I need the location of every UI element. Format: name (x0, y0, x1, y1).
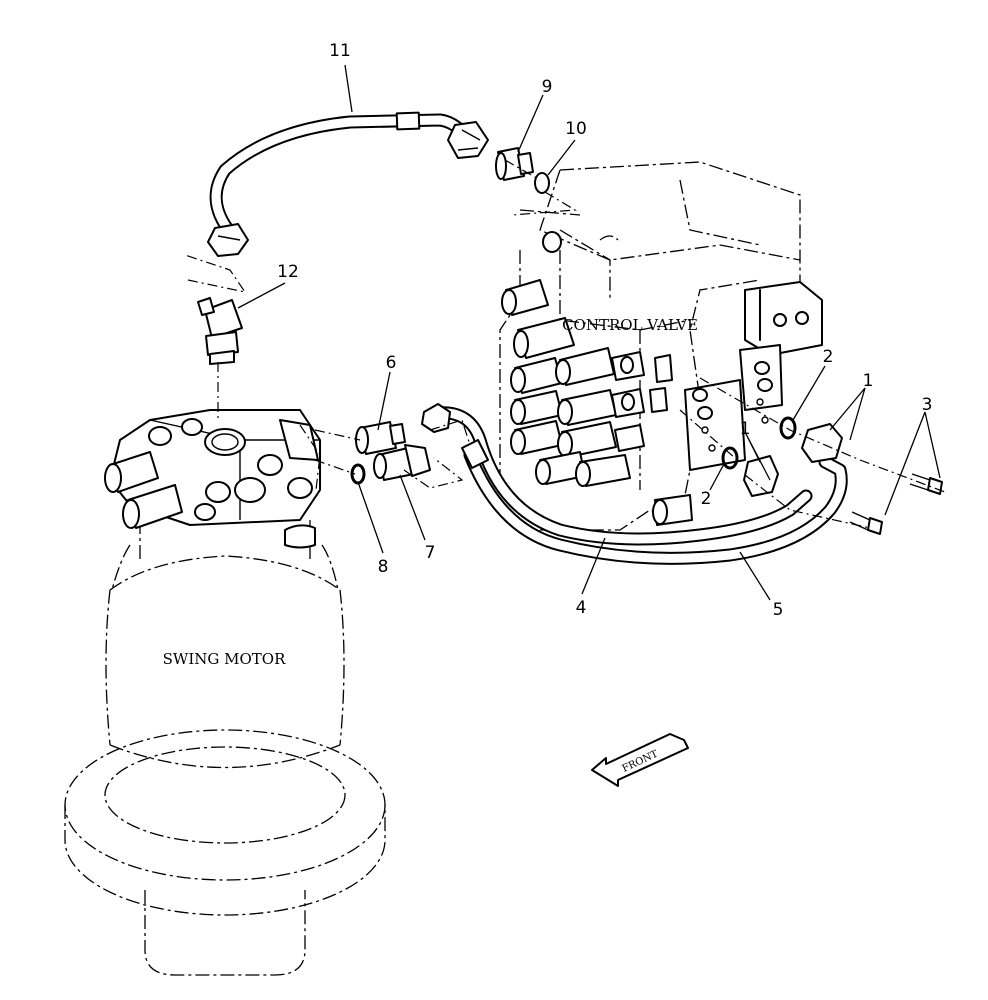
flange-1-lower (743, 455, 779, 497)
callout-1-lower: 1 (740, 419, 751, 439)
elbow-connector-7 (373, 444, 431, 481)
callout-1-upper: 1 (863, 371, 874, 391)
elbow-fitting-12 (197, 297, 243, 365)
o-ring-10 (534, 172, 550, 194)
control-valve-label: CONTROL VALVE (562, 316, 698, 334)
callout-4: 4 (576, 598, 587, 618)
assembly-lines (184, 159, 946, 529)
callout-5: 5 (773, 600, 784, 620)
control-valve (499, 161, 823, 531)
bolt-3-lower (849, 511, 883, 535)
callout-9: 9 (542, 77, 553, 97)
callout-2-upper: 2 (823, 347, 834, 367)
o-ring-2-upper (779, 416, 797, 440)
callout-8: 8 (378, 557, 389, 577)
swing-motor-label: SWING MOTOR (163, 650, 286, 668)
connector-9 (495, 147, 534, 181)
front-arrow: FRONT (591, 733, 689, 787)
callout-7: 7 (425, 543, 436, 563)
callout-2-lower: 2 (701, 489, 712, 509)
flange-1-upper (801, 423, 843, 463)
swing-motor-head (104, 409, 321, 549)
hose-5 (461, 439, 848, 565)
callout-6: 6 (386, 353, 397, 373)
callout-3: 3 (922, 395, 933, 415)
hose-11 (207, 111, 489, 257)
bolt-3-upper (909, 473, 943, 495)
connector-6 (355, 421, 406, 455)
o-ring-2-lower (721, 446, 739, 470)
callout-11: 11 (329, 41, 351, 61)
callout-leaders (237, 64, 941, 601)
callout-10: 10 (565, 119, 587, 139)
hose-4 (421, 403, 813, 546)
swing-motor (64, 520, 386, 976)
callout-12: 12 (277, 262, 299, 282)
